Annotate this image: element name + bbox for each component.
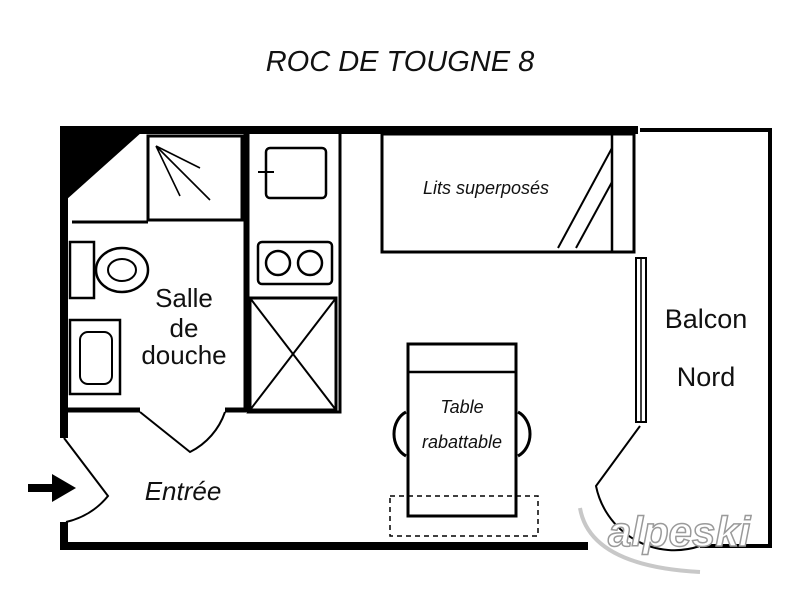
toilet-tank [68,240,96,300]
table-label-line2: rabattable [422,432,502,452]
entrance-label: Entrée [145,476,222,506]
bathroom-label-line1: Salle [155,283,213,313]
corner-duct [66,132,142,200]
entrance-arrow-icon [28,474,76,502]
alpeski-watermark: alpeski [578,507,753,574]
chair [517,410,532,458]
plan-title: ROC DE TOUGNE 8 [265,46,535,78]
watermark-text: alpeski [608,508,752,555]
table-label-line1: Table [440,397,483,417]
chair [392,410,407,458]
washbasin [68,318,122,396]
shower [146,134,244,222]
table-extension [389,495,539,537]
hob [256,240,334,286]
bathroom-label-line3: douche [141,340,226,370]
entrance-door [63,437,110,523]
table [406,342,518,518]
balcony-door [594,425,701,552]
balcony-label-line1: Balcon [665,304,748,334]
outer-wall [60,126,638,550]
bunk-beds-label: Lits superposés [423,178,549,198]
hob-ring [296,249,324,277]
toilet-bowl [94,246,150,294]
bathroom-door [139,411,226,454]
kitchen-counter [246,130,342,414]
balcony-outline [640,128,772,548]
hob-ring [264,249,292,277]
balcony-label-line2: Nord [677,362,736,392]
cupboard [248,296,338,412]
bathroom-label-line2: de [170,313,199,343]
bunk-beds [380,132,636,254]
kitchen-sink [264,146,328,200]
